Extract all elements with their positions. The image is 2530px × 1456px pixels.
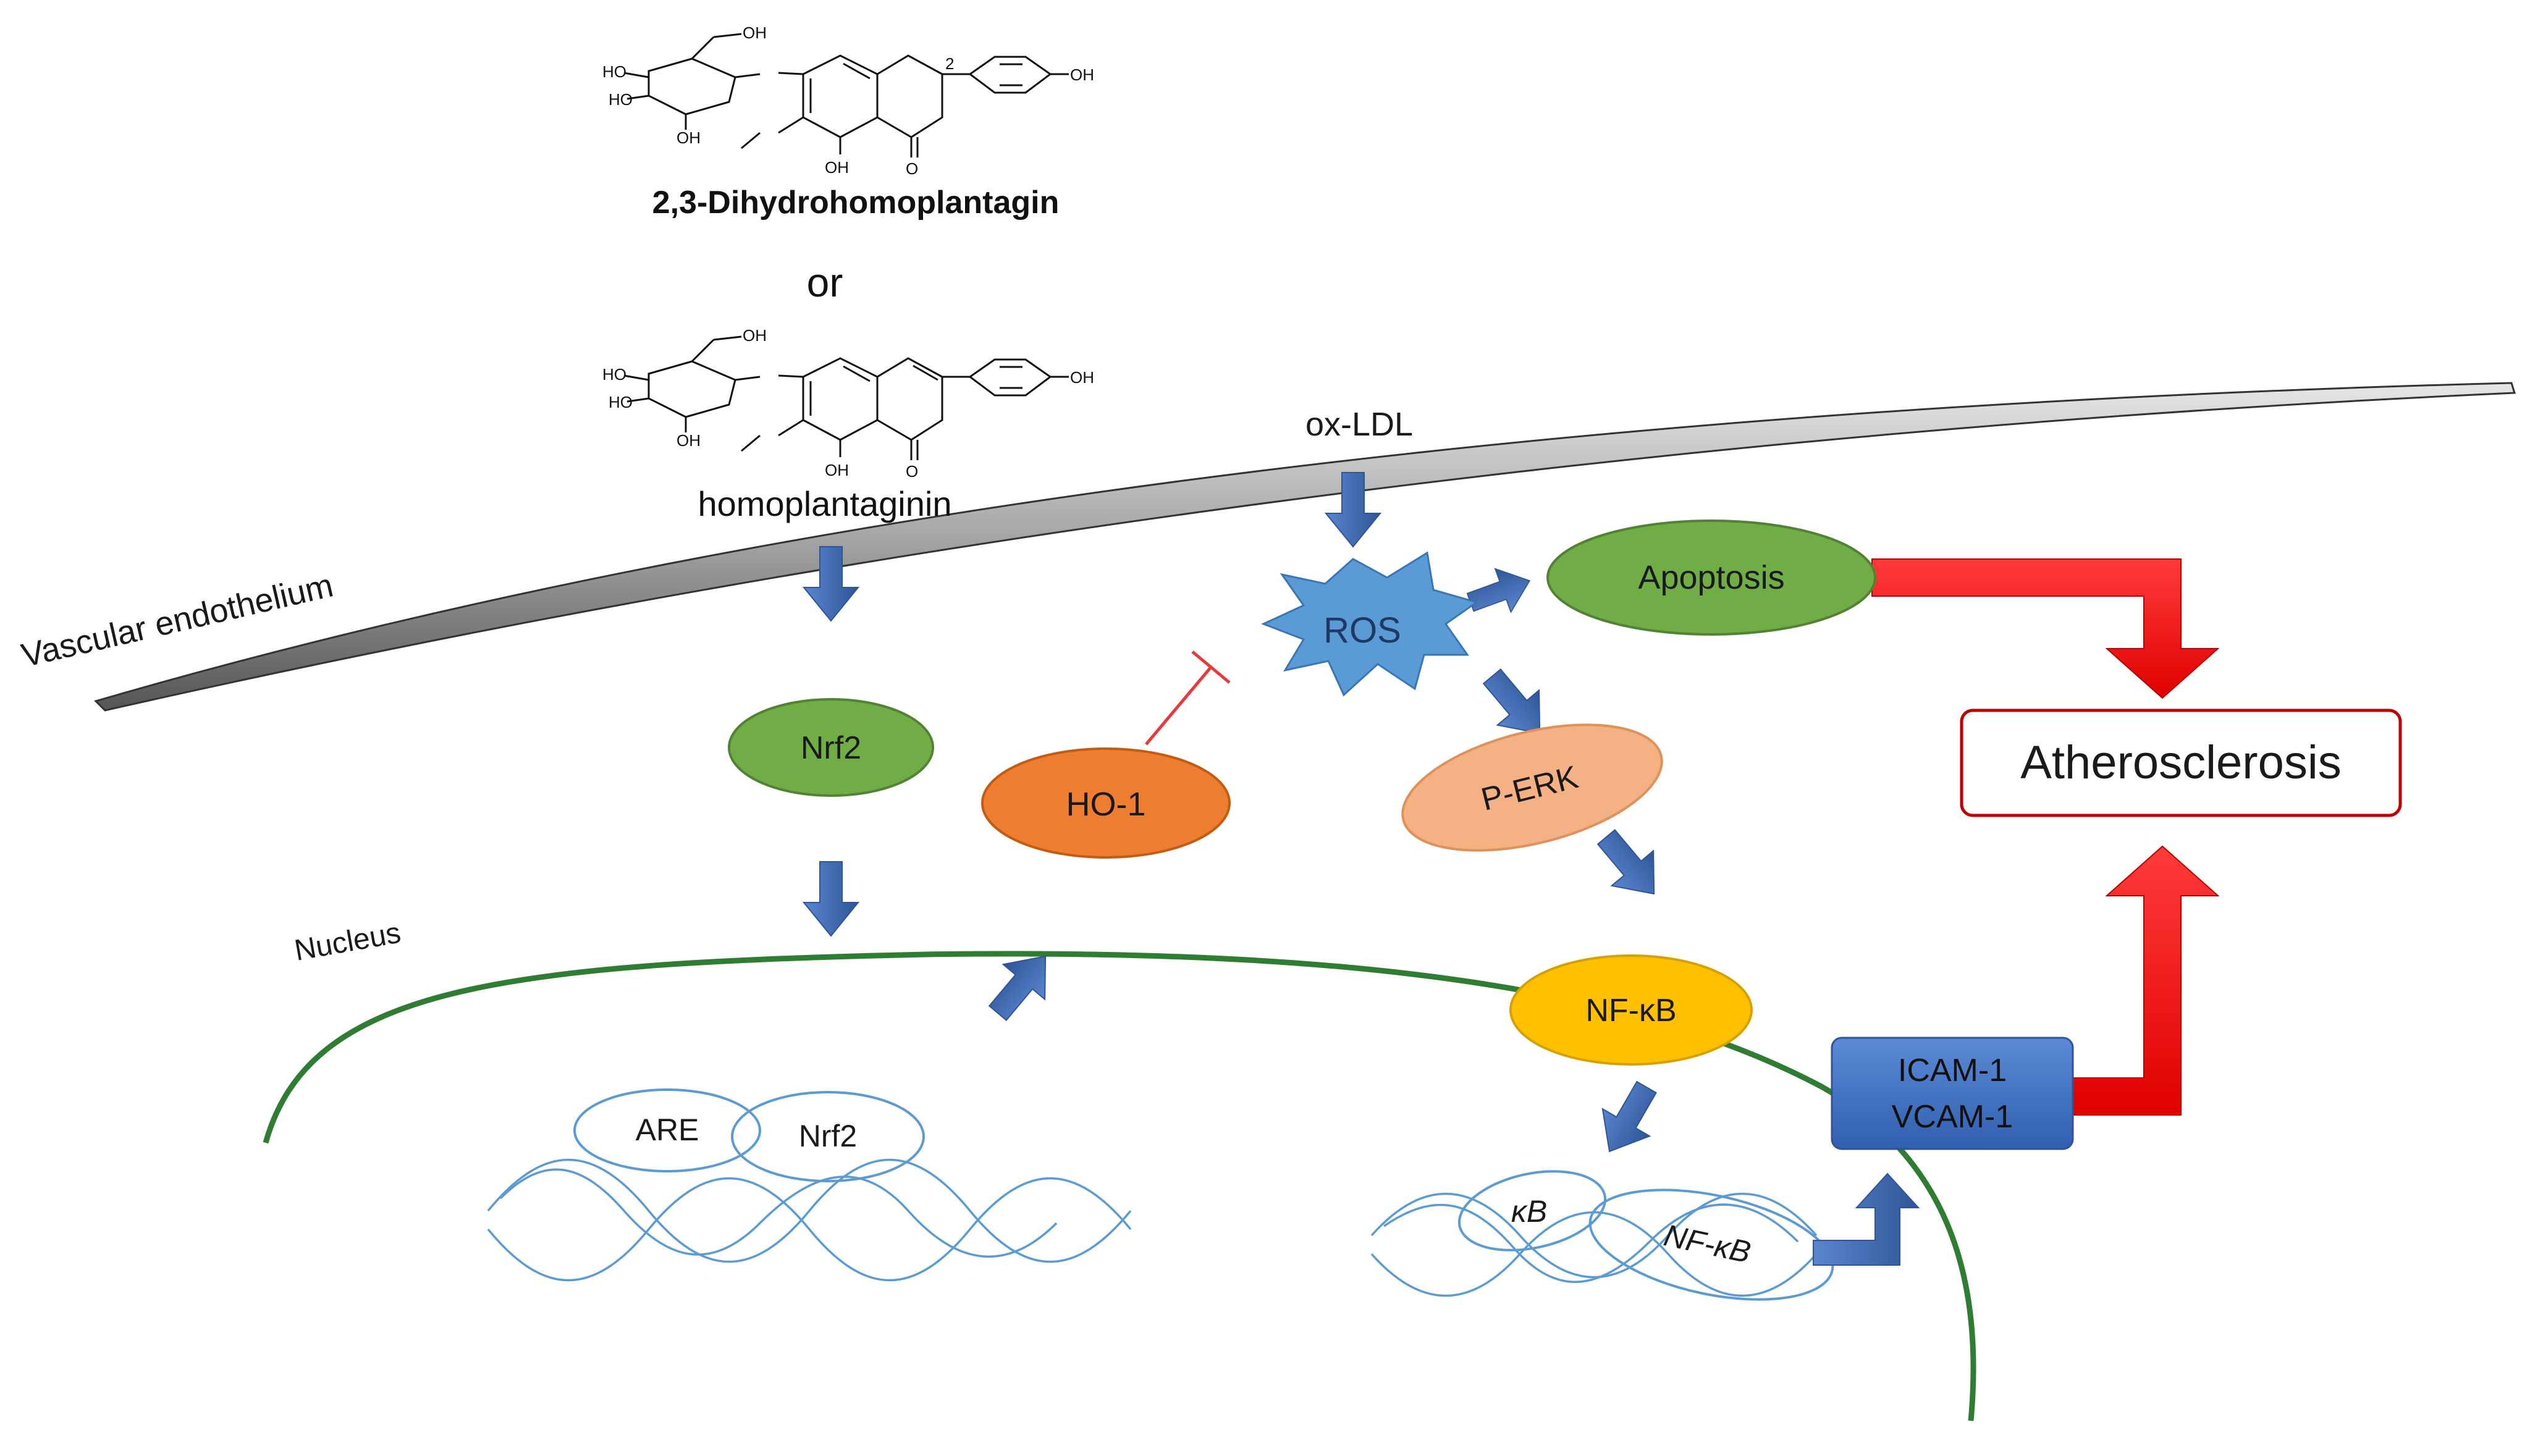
dna-helix-left — [487, 1158, 1132, 1282]
nrf2-label: Nrf2 — [801, 730, 861, 766]
nrf2-bound-label: Nrf2 — [799, 1119, 857, 1153]
kb-label: κB — [1511, 1194, 1547, 1229]
compound-1-structure — [623, 33, 1069, 158]
arrow-adhesion-to-atherosclerosis — [2072, 845, 2220, 1116]
compound-1-name: 2,3-Dihydrohomoplantagin — [652, 185, 1060, 221]
nfkb-bound — [1588, 1189, 1834, 1301]
nucleus-envelope — [263, 951, 1976, 1421]
arrow-apoptosis-to-atherosclerosis — [1871, 558, 2220, 699]
svg-text:2: 2 — [945, 54, 954, 73]
compound-1-atom-labels: OH HO HO OH OH OH O 2 — [602, 23, 1094, 178]
icam-label: ICAM-1 — [1898, 1053, 2007, 1088]
vcam-label: VCAM-1 — [1892, 1099, 2013, 1135]
nrf2-node — [728, 698, 934, 797]
svg-text:OH: OH — [677, 431, 701, 450]
are-label: ARE — [636, 1113, 699, 1147]
cell-membrane — [94, 382, 2516, 712]
inhibition-ho1-ros — [1145, 650, 1231, 746]
are-site — [573, 1088, 761, 1172]
svg-text:HO: HO — [602, 62, 626, 81]
svg-text:OH: OH — [825, 461, 849, 479]
svg-text:OH: OH — [677, 128, 701, 147]
arrow-dna-to-icam — [1813, 1172, 1920, 1266]
apoptosis-node — [1546, 520, 1876, 636]
apoptosis-label: Apoptosis — [1638, 559, 1784, 596]
arrow-ros-to-apoptosis — [1462, 558, 1538, 625]
arrow-nfkb-to-dna — [1585, 1073, 1671, 1166]
arrow-nrf2-to-nucleus — [803, 861, 859, 936]
arrow-perk-to-nfkb — [1585, 818, 1676, 912]
kb-site — [1457, 1170, 1607, 1252]
compound-2-atom-labels: OH HO HO OH OH OH O — [602, 326, 1094, 481]
compound-2-structure — [623, 335, 1069, 460]
icam-vcam-box — [1831, 1037, 2074, 1150]
svg-text:OH: OH — [743, 326, 767, 345]
ho1-label: HO-1 — [1066, 786, 1145, 823]
nfkb-label: NF-κB — [1585, 993, 1676, 1029]
svg-text:HO: HO — [609, 90, 633, 109]
nrf2-bound — [731, 1091, 925, 1182]
svg-text:HO: HO — [609, 393, 633, 411]
ros-label: ROS — [1323, 610, 1401, 650]
perk-node — [1401, 723, 1663, 852]
svg-text:OH: OH — [743, 23, 767, 42]
svg-text:OH: OH — [1070, 65, 1094, 84]
compound-2-name: homoplantaginin — [698, 484, 952, 523]
atherosclerosis-box — [1960, 709, 2402, 817]
svg-text:O: O — [906, 159, 918, 178]
svg-text:OH: OH — [825, 158, 849, 177]
svg-text:HO: HO — [602, 365, 626, 384]
svg-text:OH: OH — [1070, 368, 1094, 387]
ros-node — [1261, 551, 1479, 697]
ox-ldl-label: ox-LDL — [1305, 406, 1413, 443]
nucleus-label: Nucleus — [292, 917, 403, 967]
ho1-node — [981, 747, 1231, 859]
atherosclerosis-label: Atherosclerosis — [2020, 736, 2342, 789]
nfkb-node — [1509, 954, 1753, 1066]
svg-text:O: O — [906, 462, 918, 481]
connector-or: or — [807, 259, 843, 305]
